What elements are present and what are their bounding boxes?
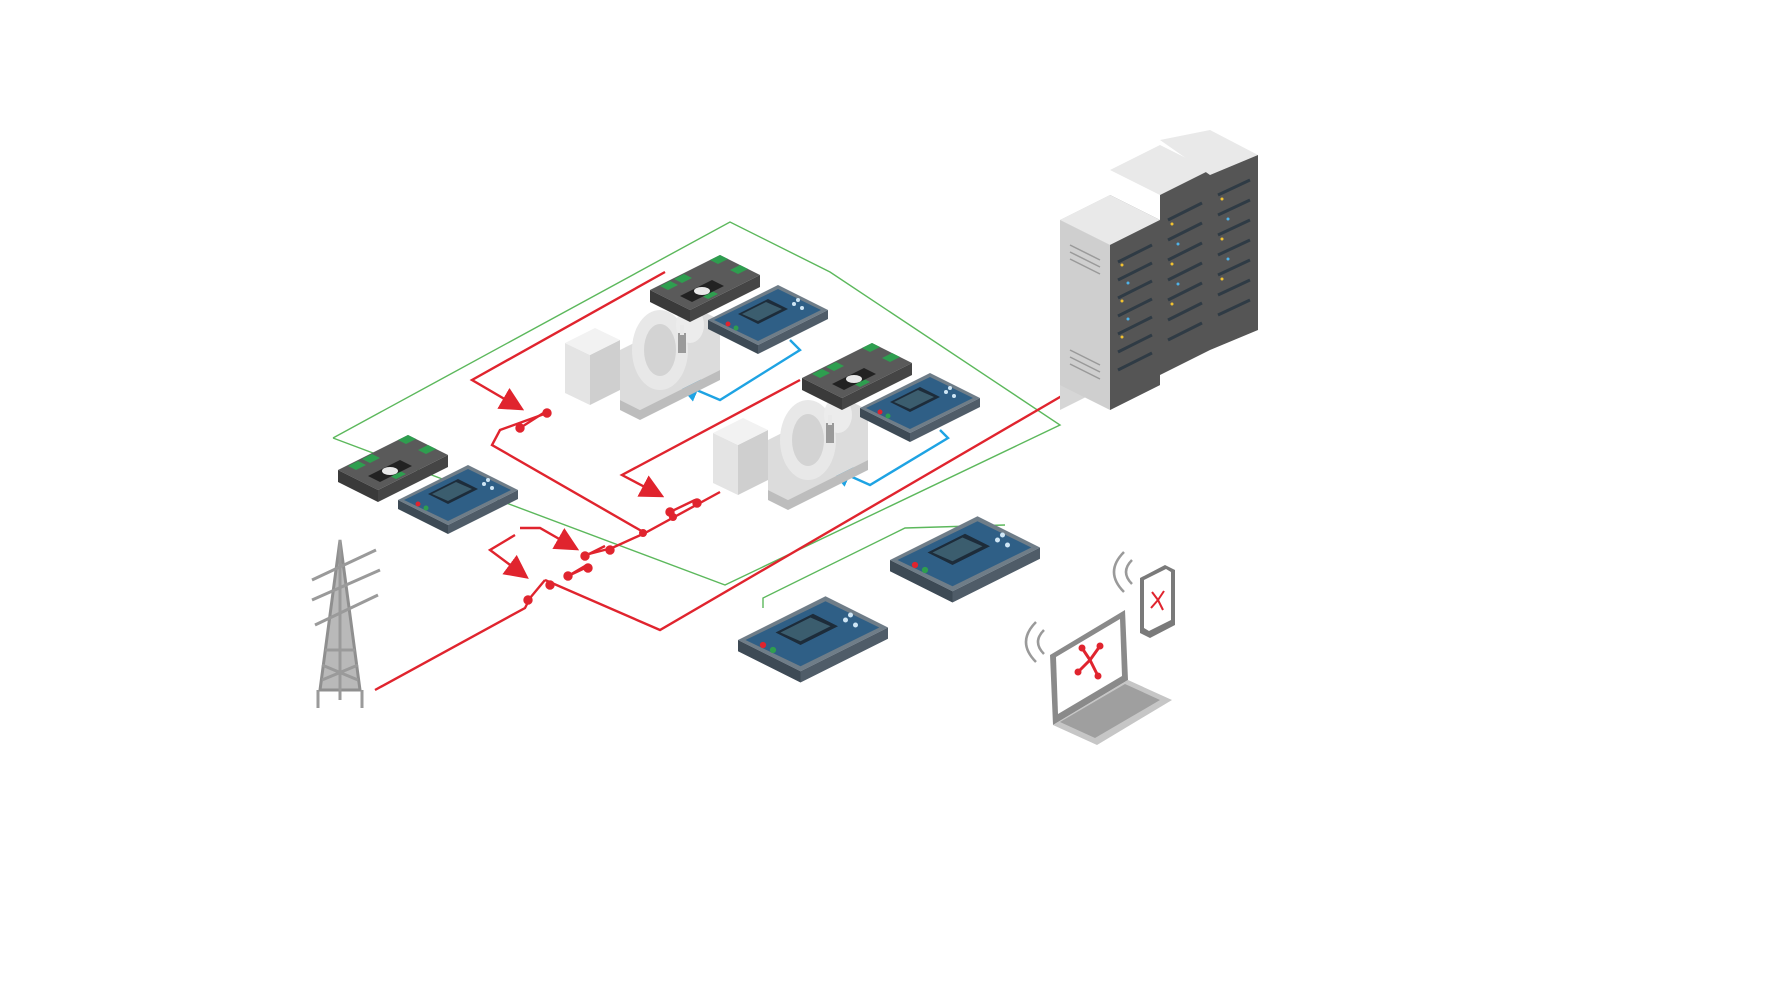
generator-icon — [565, 307, 720, 420]
server-rack-icon — [1060, 130, 1258, 410]
control-panel-icon — [890, 516, 1040, 603]
wifi-signal-icon — [1024, 621, 1045, 663]
bus-node-1 — [639, 529, 647, 537]
laptop-icon — [1050, 610, 1172, 745]
power-line-busbar — [544, 388, 1073, 632]
control-line-gen1 — [675, 339, 802, 402]
power-line-mains-ctrl1 — [520, 526, 580, 551]
power-line-gen1-ctrl — [469, 270, 666, 411]
smartphone-icon — [1140, 565, 1175, 638]
transmission-tower-icon — [311, 539, 381, 708]
breaker-switch-bus-b — [563, 563, 593, 581]
power-line-gen2-ctrl — [619, 378, 801, 498]
power-line-gen1 — [490, 411, 721, 535]
control-panel-icon — [738, 596, 888, 683]
wifi-signal-icon — [1112, 551, 1133, 593]
bus-node-2 — [669, 513, 677, 521]
breaker-switch-bus-a — [580, 544, 615, 561]
comm-bus-loop — [332, 221, 1062, 586]
breaker-switch-gen2 — [665, 498, 702, 517]
breaker-switch-gen1 — [515, 408, 552, 433]
power-line-mains-ctrl2 — [487, 533, 529, 579]
power-line-grid — [374, 597, 532, 692]
comm-link-panels — [762, 524, 1006, 608]
app-logo-icon — [1150, 590, 1165, 611]
breaker-switch-mains — [523, 579, 555, 605]
